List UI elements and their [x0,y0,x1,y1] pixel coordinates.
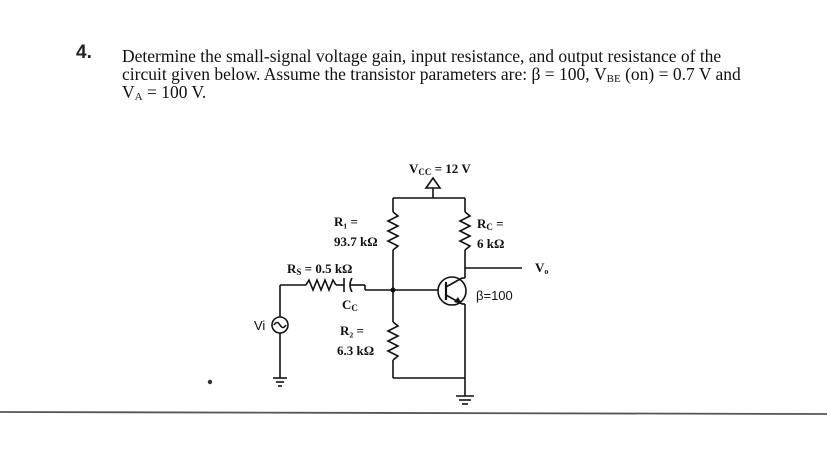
problem-line-2-a: circuit given below. Assume the transist… [122,64,607,84]
rc-name: RC = [477,216,504,232]
stray-dot [207,379,213,385]
page-bottom-line [0,411,827,415]
r2-resistor [386,321,400,361]
problem-line-3-a: V [122,82,135,102]
r2-name: R₂ = [340,323,364,338]
problem-line-2-b: (on) = 0.7 V and [620,64,741,84]
problem-line-3-sub: A [134,91,143,103]
rs-label: RS = 0.5 kΩ [287,261,352,277]
problem-line-3: VA = 100 V. [122,82,206,107]
bjt-transistor [437,276,467,306]
r1-name: R₁ = [334,214,358,229]
vi-label: Vi [254,318,265,333]
problem-line-1-text: Determine the small-signal voltage gain,… [122,46,722,66]
rs-resistor [305,277,337,293]
rc-resistor [458,211,472,251]
ground-symbol [456,395,474,405]
problem-line-1: Determine the small-signal voltage gain,… [122,46,721,66]
r1-resistor [386,211,400,251]
beta-label: β=100 [476,288,513,303]
problem-number: 4. [76,42,92,63]
r1-value: 93.7 kΩ [334,234,378,249]
vo-label: Vo [535,260,548,276]
cc-label: CC [342,297,358,313]
rc-value: 6 kΩ [477,236,504,251]
vcc-supply: VCC = 12 V [409,161,471,198]
vcc-label: VCC = 12 V [409,161,471,177]
r2-value: 6.3 kΩ [337,343,374,358]
problem-line-3-b: = 100 V. [142,82,207,102]
vi-source [271,316,289,334]
problem-line-2-sub: BE [606,73,621,85]
vi-ground-symbol [273,377,287,387]
problem-line-2: circuit given below. Assume the transist… [122,64,741,89]
